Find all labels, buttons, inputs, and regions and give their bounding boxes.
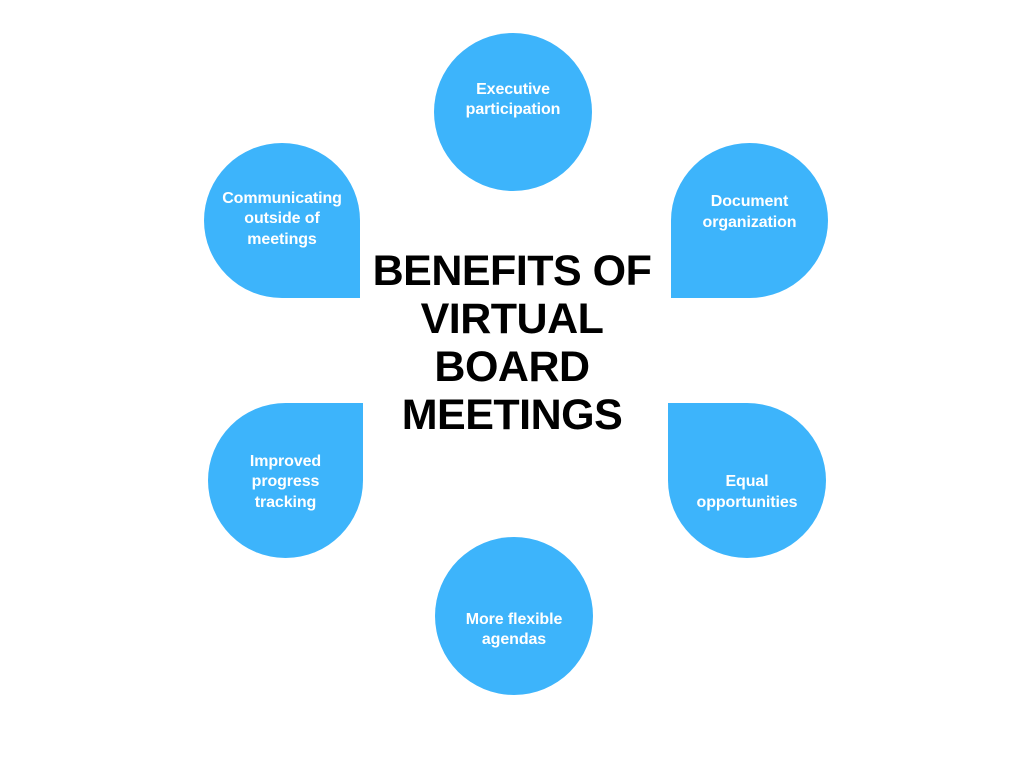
benefit-label-communicating-outside-of-meetings: Communicating outside of meetings (222, 189, 342, 248)
benefit-node-executive-participation[interactable]: Executive participation (433, 33, 593, 248)
benefit-node-document-organization[interactable]: Document organization (671, 143, 828, 298)
benefit-node-more-flexible-agendas[interactable]: More flexible agendas (434, 480, 594, 695)
benefit-label-document-organization: Document organization (702, 193, 797, 231)
benefit-label-improved-progress-tracking: Improved progress tracking (249, 452, 322, 511)
benefit-label-equal-opportunities: Equal opportunities (696, 473, 798, 511)
benefit-node-improved-progress-tracking[interactable]: Improved progress tracking (208, 403, 363, 558)
benefit-node-communicating-outside-of-meetings[interactable]: Communicating outside of meetings (204, 143, 360, 298)
benefit-label-executive-participation: Executive participation (465, 80, 561, 118)
benefit-node-equal-opportunities[interactable]: Equal opportunities (668, 403, 826, 558)
benefit-label-more-flexible-agendas: More flexible agendas (465, 610, 563, 648)
page-title: BENEFITS OF VIRTUAL BOARD MEETINGS (372, 247, 652, 440)
